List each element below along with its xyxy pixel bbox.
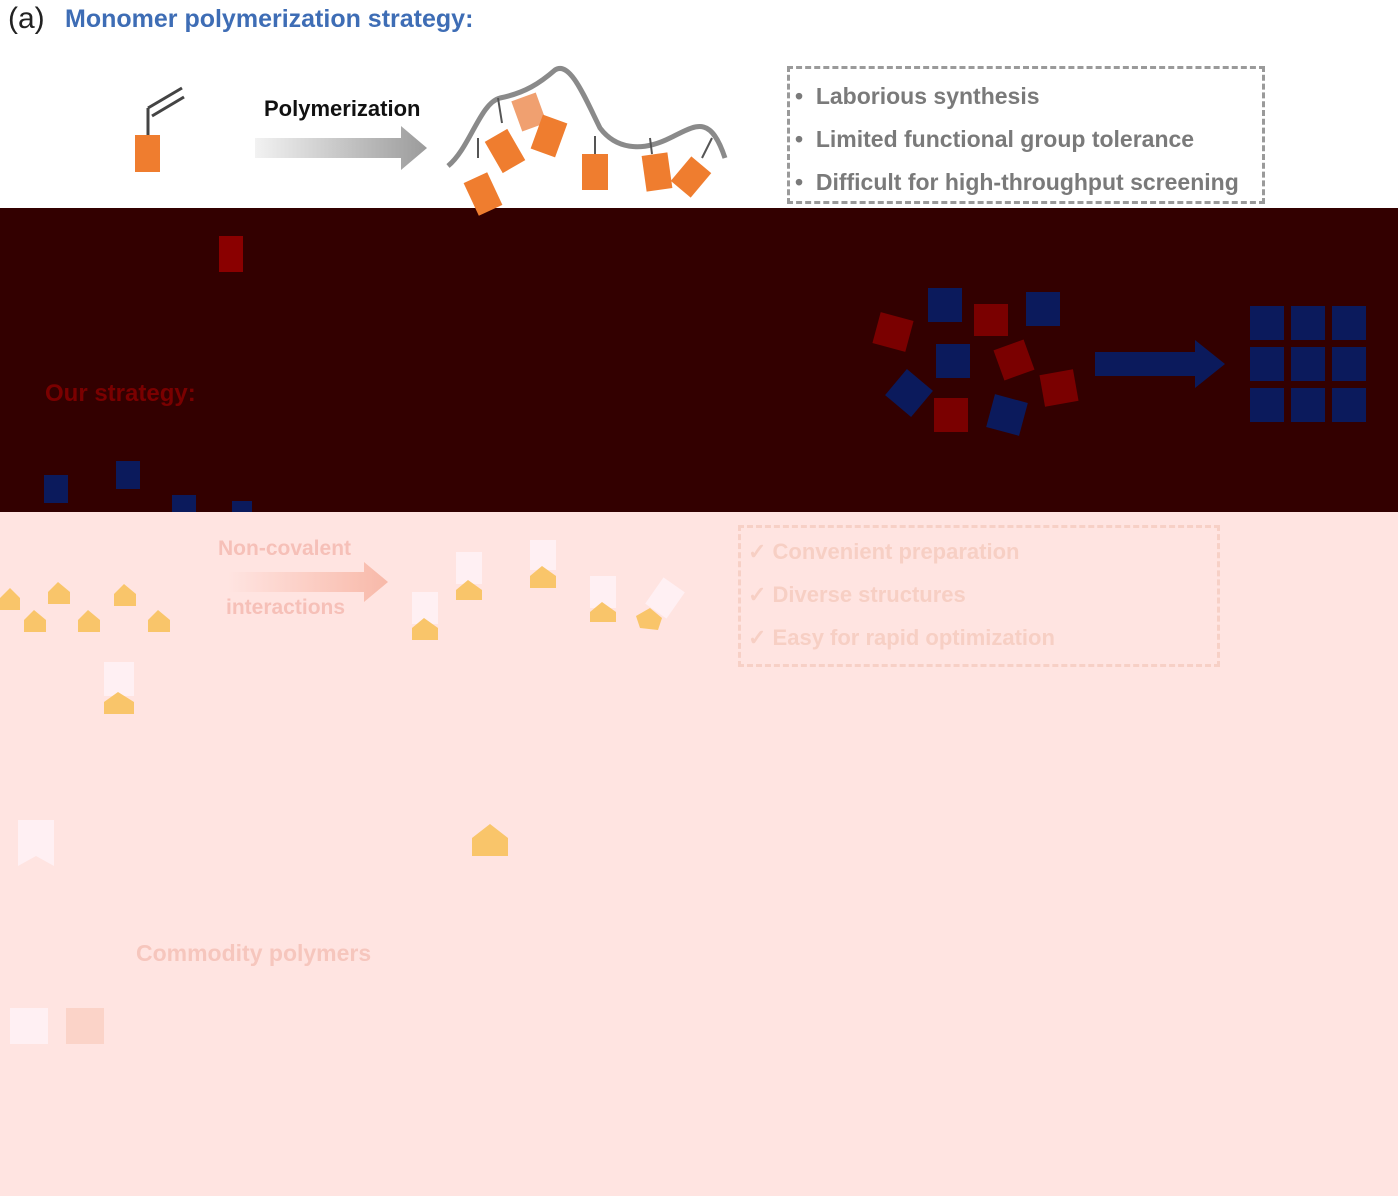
arrow-label-line2: interactions xyxy=(226,596,346,619)
drawback-text: Difficult for high-throughput screening xyxy=(815,169,1239,195)
polymer-chain-icon xyxy=(446,65,728,216)
commodity-polymers-label: Commodity polymers xyxy=(136,940,372,966)
panel-b-title: Our strategy: xyxy=(45,380,196,407)
bottom-panel-background xyxy=(0,512,1398,1196)
polymer-tiles-icon xyxy=(10,1008,104,1044)
building-blocks-icon xyxy=(44,461,252,512)
monomer-icon xyxy=(135,86,185,172)
scattered-blocks-icon xyxy=(872,288,1079,436)
advantage-text: ✓ Diverse structures xyxy=(748,582,966,607)
drawback-text: Laborious synthesis xyxy=(815,83,1040,109)
panel-a-label: (a) xyxy=(8,2,45,35)
arrow-label-line1: Non-covalent xyxy=(218,537,352,560)
supramolecular-polymer-icon xyxy=(412,540,685,640)
drawback-text: Limited functional group tolerance xyxy=(815,126,1195,152)
bookmark-icon xyxy=(18,820,54,866)
polymerization-arrow xyxy=(255,126,427,170)
house-shape-icon xyxy=(472,824,508,856)
assembled-grid-icon xyxy=(1250,306,1366,422)
assembly-arrow xyxy=(1095,340,1225,388)
advantage-text: ✓ Convenient preparation xyxy=(748,539,1020,564)
monomer-block-icon xyxy=(219,236,243,272)
drawbacks-box xyxy=(787,66,1265,204)
polymerization-arrow-label: Polymerization xyxy=(264,96,421,121)
drawback-bullet: • Limited functional group tolerance xyxy=(795,126,1195,152)
monomer-set-icon xyxy=(0,582,170,632)
drawback-bullet: • Laborious synthesis xyxy=(795,83,1040,109)
non-covalent-arrow xyxy=(228,562,388,602)
advantages-box xyxy=(738,525,1220,667)
advantage-text: ✓ Easy for rapid optimization xyxy=(748,625,1055,650)
drawback-bullet: • Difficult for high-throughput screenin… xyxy=(795,169,1239,195)
single-unit-icon xyxy=(104,662,134,714)
panel-a-title: Monomer polymerization strategy: xyxy=(65,5,474,33)
